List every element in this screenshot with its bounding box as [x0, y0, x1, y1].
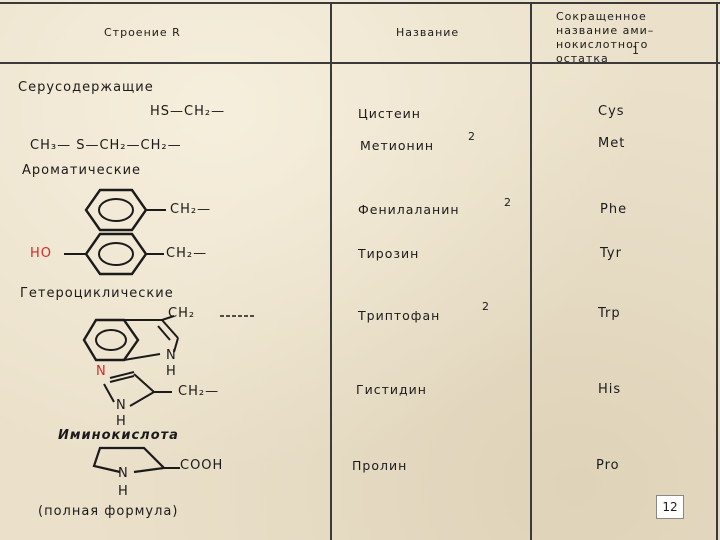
- header-abbr-line-2: название ами–: [556, 24, 655, 37]
- row-abbr-tyr: Tyr: [600, 246, 622, 261]
- met-formula: CH₃— S—CH₂—CH₂—: [30, 138, 182, 153]
- his-tail: CH₂—: [178, 384, 220, 399]
- page-number: 12: [656, 495, 684, 519]
- his-nitrogen: N: [116, 398, 127, 413]
- trp-tail: CH₂: [168, 306, 196, 321]
- section-aromatic: Ароматические: [22, 163, 142, 178]
- row-name-tyr: Тирозин: [358, 246, 420, 261]
- tyr-benzene-ring: [64, 232, 164, 276]
- row-name-met: Метионин: [360, 138, 434, 153]
- trp-hydrogen: H: [166, 364, 177, 379]
- row-name-cys: Цистеин: [358, 106, 421, 121]
- section-sulfur: Серусодержащие: [18, 80, 154, 95]
- header-abbr-line-4: остатка: [556, 52, 609, 65]
- column-divider-1: [330, 2, 332, 540]
- row-sup-trp: 2: [482, 300, 489, 313]
- pro-hydrogen: H: [118, 484, 129, 499]
- his-hydrogen: H: [116, 414, 127, 429]
- phe-benzene-ring: [84, 188, 166, 232]
- header-abbr-line-3: нокислотного: [556, 38, 649, 51]
- trp-nitrogen: N: [166, 348, 177, 363]
- pro-cooh: COOH: [180, 458, 224, 473]
- row-abbr-phe: Phe: [600, 202, 628, 217]
- tyr-tail: CH₂—: [166, 246, 208, 261]
- column-divider-2: [530, 2, 532, 540]
- pro-nitrogen: N: [118, 466, 129, 481]
- row-sup-met: 2: [468, 130, 475, 143]
- header-divider: [0, 62, 720, 64]
- right-border: [716, 2, 718, 540]
- row-name-phe: Фенилаланин: [358, 202, 460, 217]
- his-nitrogen-top: N: [96, 364, 107, 379]
- phe-tail: CH₂—: [170, 202, 212, 217]
- header-abbr-footnote: 1: [632, 44, 639, 57]
- header-abbr-line-1: Сокращенное: [556, 10, 647, 23]
- row-name-pro: Пролин: [352, 458, 408, 473]
- header-structure: Строение R: [104, 26, 181, 39]
- section-imino: Иминокислота: [58, 428, 179, 443]
- trp-bond: [220, 315, 256, 317]
- row-abbr-trp: Trp: [598, 306, 621, 321]
- section-heterocyclic: Гетероциклические: [20, 286, 174, 301]
- row-sup-phe: 2: [504, 196, 511, 209]
- row-name-his: Гистидин: [356, 382, 427, 397]
- row-abbr-pro: Pro: [596, 458, 620, 473]
- trp-indole-ring: [82, 315, 179, 362]
- top-border: [0, 2, 720, 4]
- cys-formula: HS—CH₂—: [150, 104, 226, 119]
- row-name-trp: Триптофан: [358, 308, 441, 323]
- row-abbr-met: Met: [598, 136, 626, 151]
- tyr-hydroxyl: HO: [30, 246, 53, 261]
- row-abbr-cys: Cys: [598, 104, 625, 119]
- header-name: Название: [396, 26, 460, 39]
- pro-pyrrolidine-ring: [92, 446, 180, 474]
- row-abbr-his: His: [598, 382, 622, 397]
- full-formula-note: (полная формула): [38, 504, 179, 519]
- his-imidazole-ring: [103, 371, 172, 407]
